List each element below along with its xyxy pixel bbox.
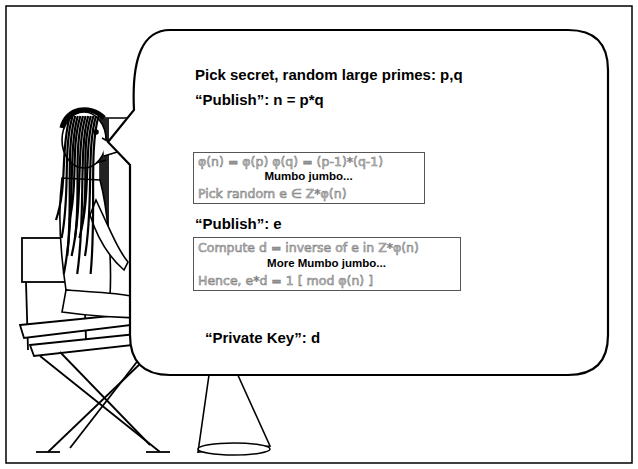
bubble-text: “Publish”: n = p*q xyxy=(195,91,324,108)
speech-bubble: φ(n) = φ(p) φ(q) = (p-1)*(q-1) Pick rando… xyxy=(130,30,608,375)
bubble-text: “Publish”: e xyxy=(195,215,282,232)
slide-frame xyxy=(6,6,632,463)
bubble-text: Pick secret, random large primes: p,q xyxy=(195,66,463,83)
mumbo-label: More Mumbo jumbo... xyxy=(267,257,386,269)
mumbo-jumbo-box: Compute d = inverse of e in Z*φ(n) Hence,… xyxy=(193,237,461,291)
faded-formula: φ(n) = φ(p) φ(q) = (p-1)*(q-1) xyxy=(198,154,383,169)
dreadlocks xyxy=(56,110,104,274)
faded-formula: Compute d = inverse of e in Z*φ(n) xyxy=(198,240,419,255)
faded-formula: Pick random e ∈ Z*φ(n) xyxy=(198,186,347,201)
hair-strand xyxy=(91,116,99,274)
faded-formula: Hence, e*d = 1 [ mod φ(n) ] xyxy=(198,273,373,288)
hair-top xyxy=(62,110,104,128)
bubble-text: “Private Key”: d xyxy=(205,329,320,346)
bubble-path xyxy=(108,30,608,375)
mumbo-jumbo-box: φ(n) = φ(p) φ(q) = (p-1)*(q-1) Pick rando… xyxy=(193,152,425,204)
mumbo-label: Mumbo jumbo... xyxy=(264,170,352,182)
